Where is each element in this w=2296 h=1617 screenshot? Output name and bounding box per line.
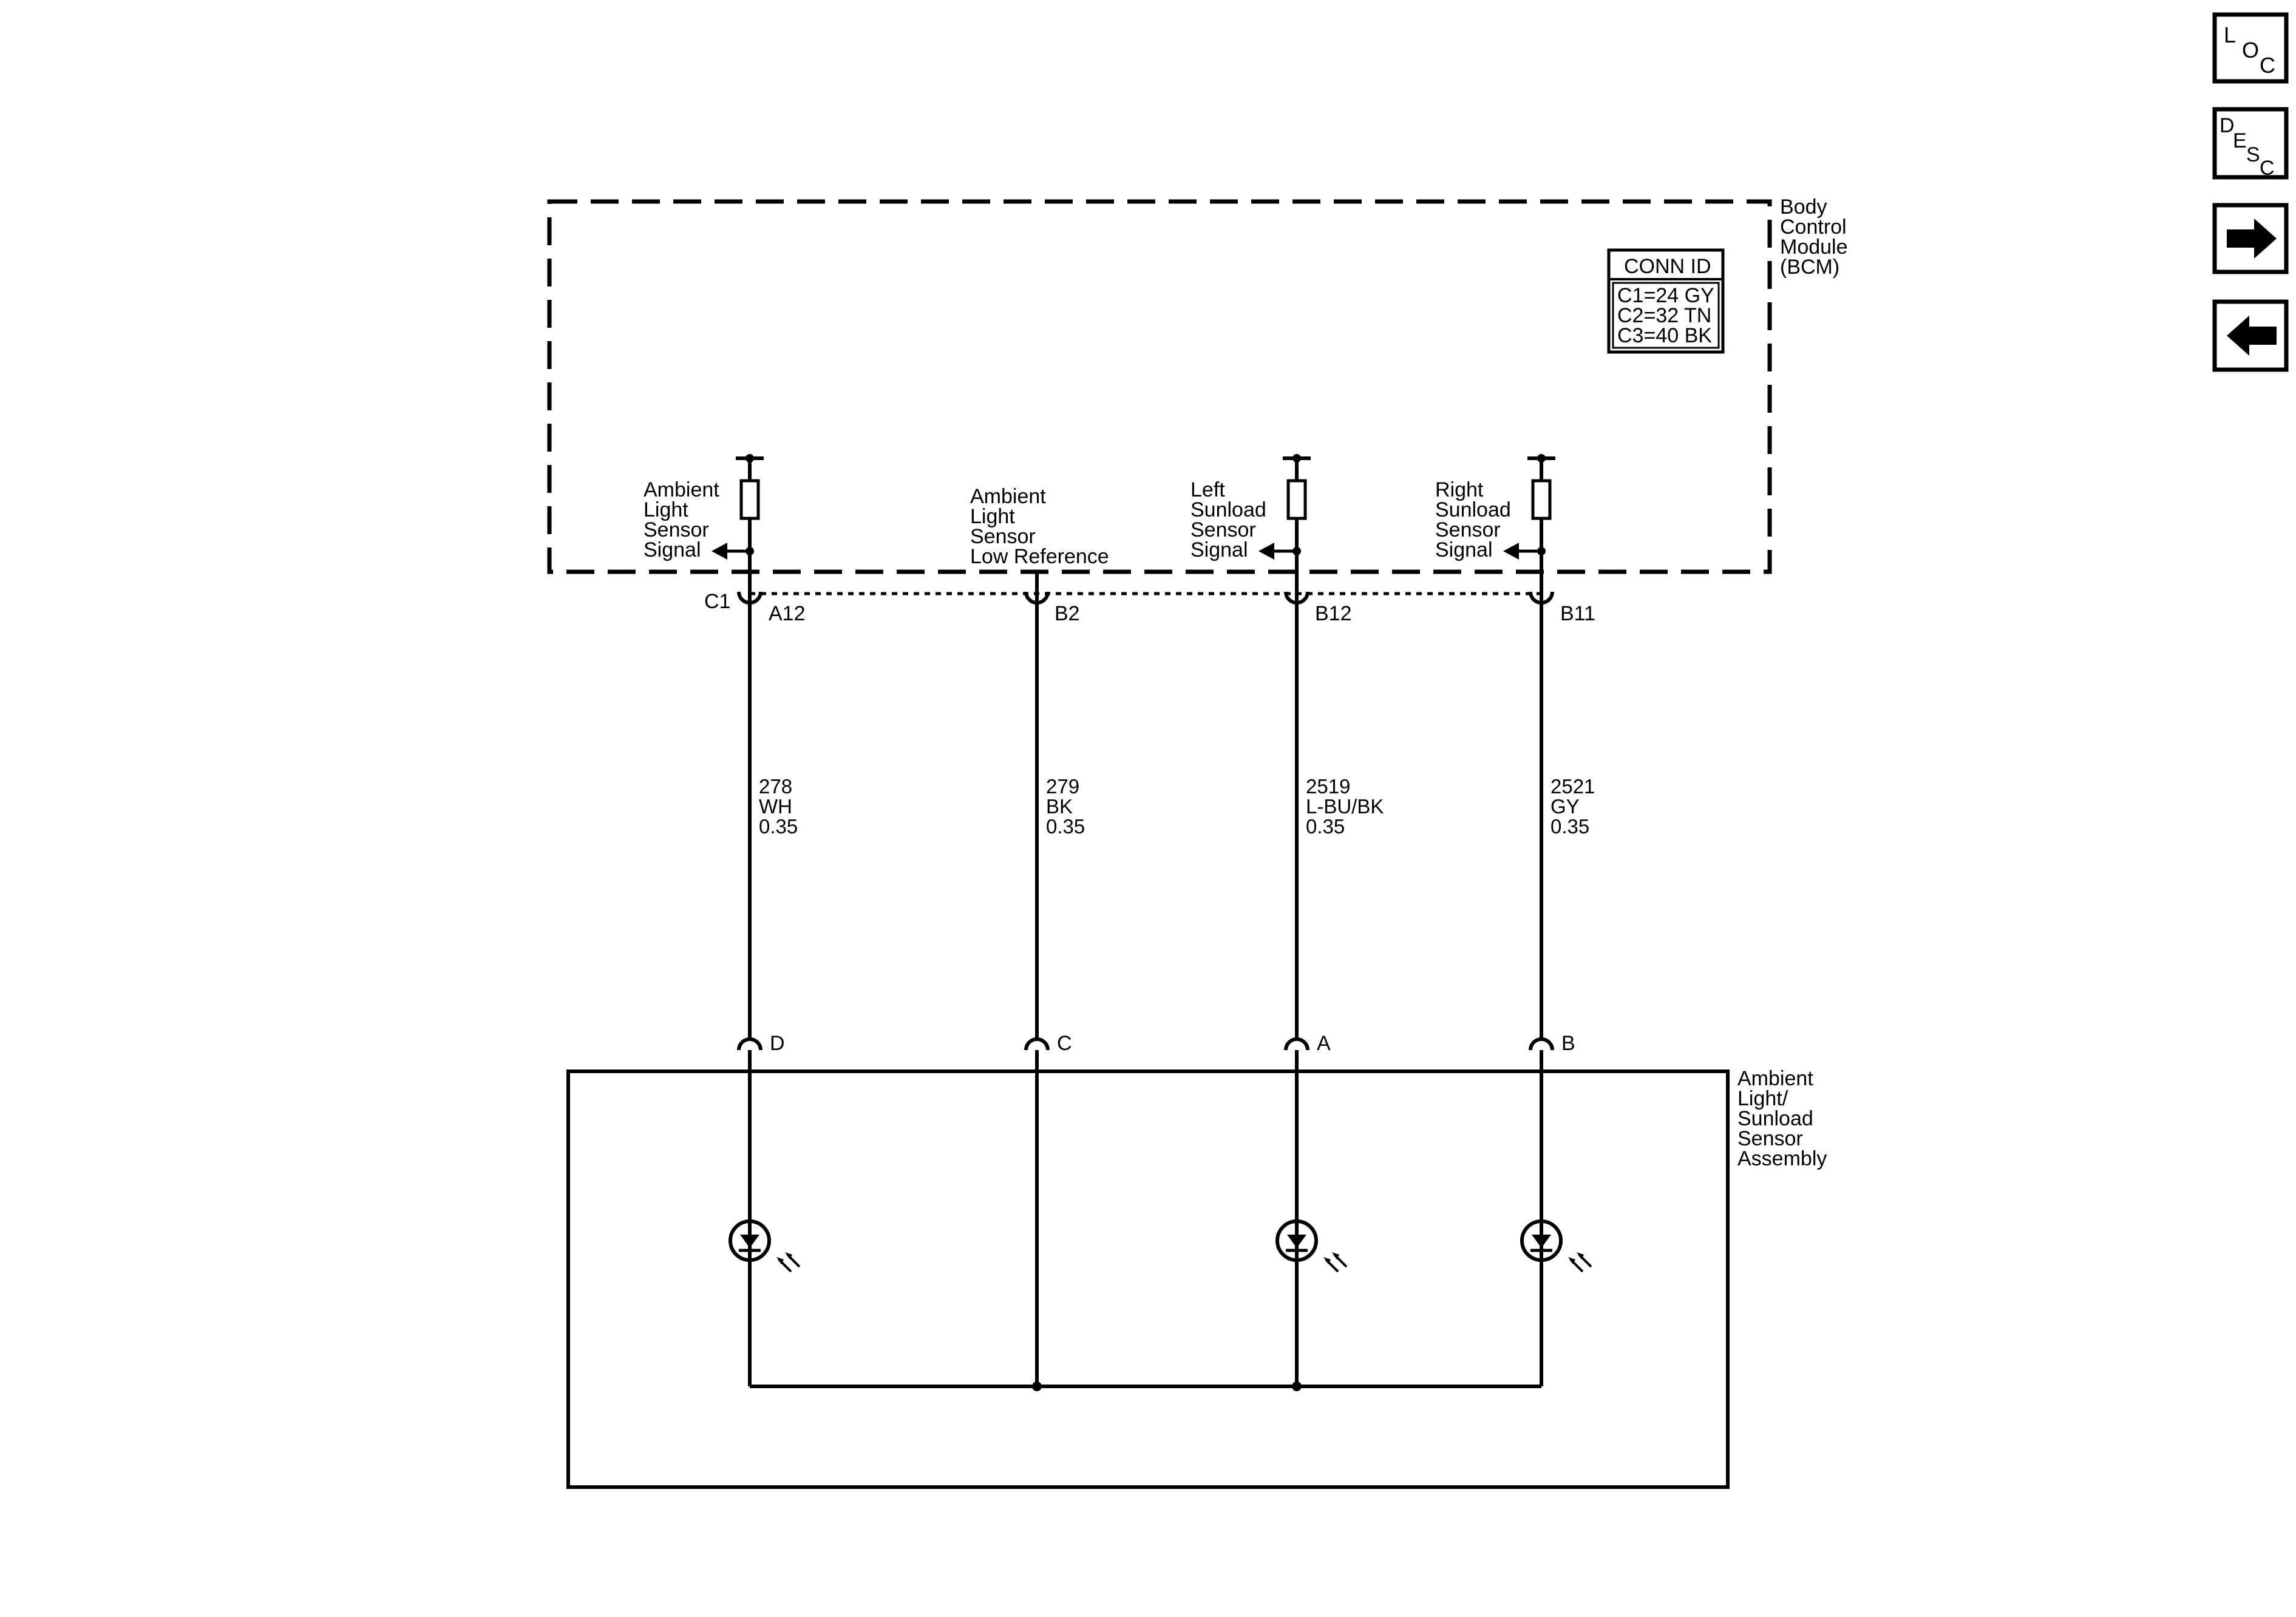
svg-text:C: C <box>2260 53 2275 78</box>
pin-label: D <box>770 1032 785 1055</box>
svg-text:Sunload: Sunload <box>1435 498 1511 521</box>
pin-label: C <box>1057 1032 1072 1055</box>
svg-text:Low Reference: Low Reference <box>970 545 1109 568</box>
pull-up-resistor <box>739 479 760 520</box>
wire-278: 278 WH 0.35 <box>748 607 798 1039</box>
svg-text:E: E <box>2233 129 2247 152</box>
pin-label: B2 <box>1055 602 1080 625</box>
svg-text:Signal: Signal <box>1190 538 1248 561</box>
sensor-assembly-name: Ambient Light/ Sunload Sensor Assembly <box>1737 1067 1827 1170</box>
wire-2521: 2521 GY 0.35 <box>1540 607 1595 1039</box>
signal-arrow-icon <box>1503 543 1519 560</box>
conn-id-table: CONN ID C1=24 GY C2=32 TN C3=40 BK <box>1607 248 1725 354</box>
pin-label: B <box>1561 1032 1575 1055</box>
connector-label: C1 <box>704 590 730 613</box>
wire-2519: 2519 L-BU/BK 0.35 <box>1295 607 1384 1039</box>
svg-text:GY: GY <box>1550 795 1580 818</box>
svg-text:Light: Light <box>970 505 1015 528</box>
desc-button[interactable]: D E S C <box>2212 107 2289 180</box>
svg-text:Sensor: Sensor <box>1737 1127 1803 1150</box>
bcm-circuit-low-reference: Ambient Light Sensor Low Reference <box>970 485 1109 607</box>
svg-text:278: 278 <box>759 775 792 798</box>
svg-text:Sensor: Sensor <box>1190 518 1256 541</box>
bcm-connector-c1: C1 A12 B2 B12 B11 <box>704 590 1595 625</box>
svg-text:Light: Light <box>644 498 688 521</box>
svg-text:L-BU/BK: L-BU/BK <box>1306 795 1384 818</box>
conn-id-title: CONN ID <box>1624 255 1711 278</box>
svg-text:Sunload: Sunload <box>1190 498 1266 521</box>
bcm-circuit-right-sunload-signal: Right Sunload Sensor Signal <box>1435 454 1555 607</box>
pull-up-resistor <box>1286 479 1307 520</box>
svg-text:0.35: 0.35 <box>759 815 798 838</box>
svg-text:S: S <box>2246 143 2260 166</box>
loc-button[interactable]: L O C <box>2212 12 2289 84</box>
svg-text:0.35: 0.35 <box>1046 815 1085 838</box>
svg-text:Ambient: Ambient <box>970 485 1046 508</box>
svg-text:L: L <box>2224 22 2236 47</box>
photodiode-icon <box>1275 1219 1348 1273</box>
bcm-circuit-ambient-light-signal: Ambient Light Sensor Signal <box>644 454 764 607</box>
svg-text:BK: BK <box>1046 795 1073 818</box>
previous-page-button[interactable] <box>2212 299 2289 372</box>
bcm-module: Body Control Module (BCM) CONN ID C1=24 … <box>547 195 1848 607</box>
photodiode-icon <box>729 1219 801 1273</box>
pull-up-resistor <box>1531 479 1552 520</box>
svg-text:Control: Control <box>1780 215 1847 239</box>
svg-text:Sensor: Sensor <box>1435 518 1501 541</box>
svg-text:2521: 2521 <box>1550 775 1595 798</box>
pin-label: B12 <box>1315 602 1352 625</box>
sensor-assembly-boundary <box>566 1070 1730 1489</box>
signal-arrow-icon <box>1258 543 1274 560</box>
bcm-circuit-left-sunload-signal: Left Sunload Sensor Signal <box>1190 454 1311 607</box>
conn-id-row: C1=24 GY <box>1617 284 1714 307</box>
bcm-boundary <box>547 199 1772 574</box>
svg-text:(BCM): (BCM) <box>1780 256 1839 279</box>
svg-text:Sensor: Sensor <box>970 525 1036 548</box>
svg-text:0.35: 0.35 <box>1550 815 1589 838</box>
pin-label: B11 <box>1560 602 1595 625</box>
conn-id-row: C3=40 BK <box>1617 324 1712 347</box>
svg-text:Body: Body <box>1780 195 1827 219</box>
svg-text:WH: WH <box>759 795 792 818</box>
svg-text:2519: 2519 <box>1306 775 1350 798</box>
svg-text:Right: Right <box>1435 478 1484 501</box>
svg-text:Ambient: Ambient <box>644 478 719 501</box>
wire-279: 279 BK 0.35 <box>1035 607 1085 1039</box>
svg-text:279: 279 <box>1046 775 1079 798</box>
svg-text:D: D <box>2220 114 2235 137</box>
svg-text:Sensor: Sensor <box>644 518 709 541</box>
signal-arrow-icon <box>712 543 727 560</box>
svg-text:Signal: Signal <box>1435 538 1493 561</box>
arrow-right-icon <box>2227 219 2277 259</box>
pin-label: A <box>1317 1032 1331 1055</box>
sensor-assembly: Ambient Light/ Sunload Sensor Assembly <box>566 1050 1827 1489</box>
bcm-name: Body Control Module (BCM) <box>1780 195 1848 279</box>
svg-text:Signal: Signal <box>644 538 701 561</box>
next-page-button[interactable] <box>2212 203 2289 274</box>
svg-text:Ambient: Ambient <box>1737 1067 1813 1090</box>
svg-text:Light/: Light/ <box>1737 1087 1788 1110</box>
arrow-left-icon <box>2227 316 2277 356</box>
conn-id-row: C2=32 TN <box>1617 304 1711 327</box>
svg-text:0.35: 0.35 <box>1306 815 1345 838</box>
svg-text:Assembly: Assembly <box>1737 1147 1827 1170</box>
photodiode-icon <box>1520 1219 1592 1273</box>
svg-text:Left: Left <box>1190 478 1225 501</box>
pin-label: A12 <box>769 602 806 625</box>
svg-text:Module: Module <box>1780 236 1848 259</box>
svg-text:O: O <box>2242 38 2259 63</box>
sensor-connector: D C A B <box>737 1032 1575 1055</box>
svg-text:C: C <box>2260 157 2275 180</box>
svg-text:Sunload: Sunload <box>1737 1107 1813 1130</box>
